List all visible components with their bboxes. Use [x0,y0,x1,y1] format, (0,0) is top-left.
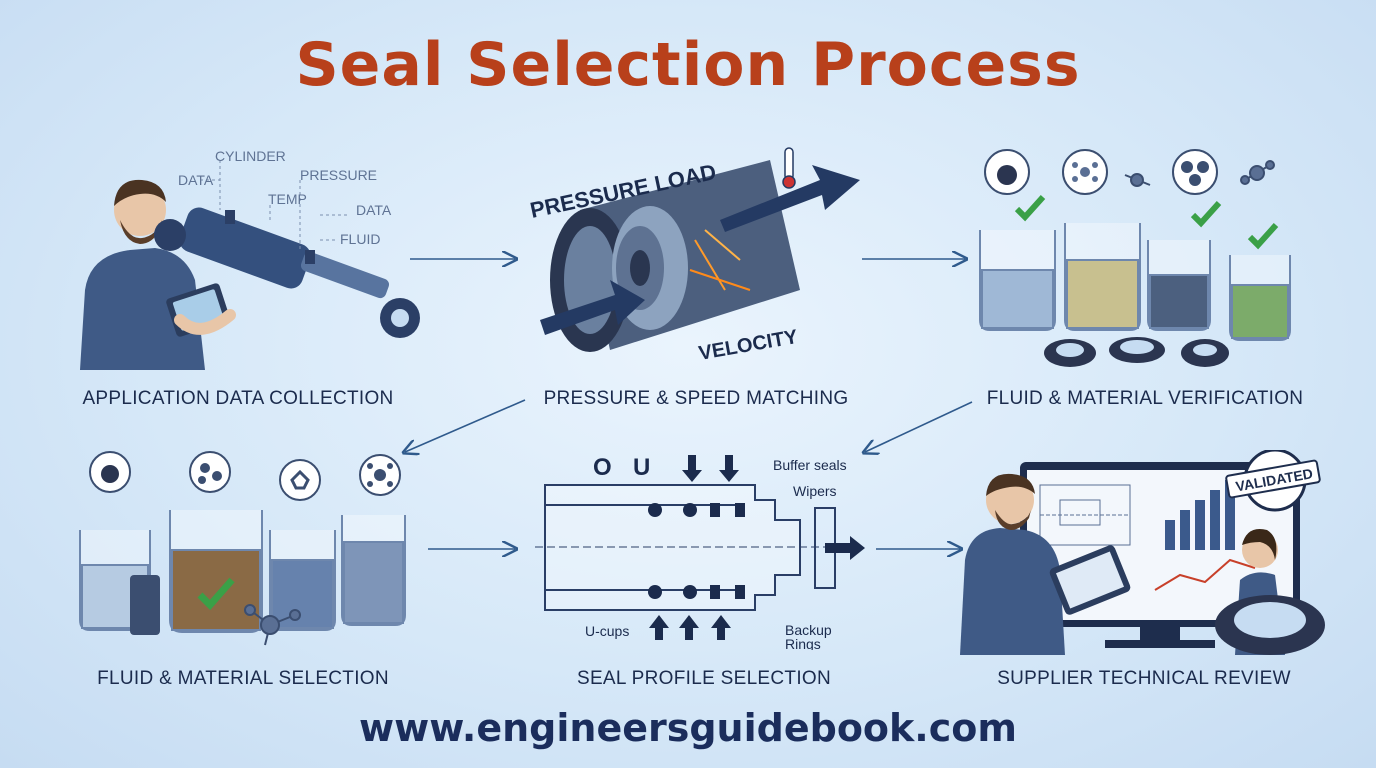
step-1-label: APPLICATION DATA COLLECTION [82,388,394,409]
engineer-figure [80,179,236,370]
flow-arrow-2-4 [405,399,526,452]
line-chart-icon [1154,558,1256,591]
buffer-seals-label: Buffer seals [773,457,847,473]
molecule-icon [1181,161,1209,186]
right-arrow [825,536,865,560]
velocity-arrow [720,165,860,232]
molecule-icon [290,469,310,490]
validated-stamp: VALIDATED [1225,450,1321,512]
seal-markers [648,503,745,599]
pressure-arrow [540,280,645,335]
step-4-label: FLUID & MATERIAL SELECTION [97,668,389,689]
up-arrow [679,615,699,640]
down-arrow [719,455,739,482]
bar-chart-icon [1165,480,1235,550]
check-icon [197,577,235,611]
up-arrow [711,615,731,640]
footer-url[interactable]: www.engineersguidebook.com [359,706,1017,750]
step-6-label: SUPPLIER TECHNICAL REVIEW [997,668,1291,689]
step-4-illustration [79,451,406,646]
tag-data-2: DATA [356,202,392,218]
o-ring-mark: O [593,454,612,481]
molecule-icon [367,463,393,487]
molecule-icon [1072,162,1098,182]
tag-cylinder: CYLINDER [215,148,286,164]
molecule-icon [244,604,301,646]
molecule-icon [198,463,222,484]
backup-label: Backup [785,622,832,638]
tag-data-1: DATA [178,172,214,188]
seal-rings [1044,337,1229,367]
step-2-label: PRESSURE & SPEED MATCHING [543,388,849,409]
seal-ring [1215,595,1325,655]
sample-vial [130,575,160,635]
tag-temp: TEMP [268,191,307,207]
granules-icon [997,165,1017,185]
flow-arrow-3-5 [865,401,973,452]
step-3-illustration [979,149,1291,367]
u-cups-label: U-cups [585,623,629,639]
hydraulic-cylinder [154,207,420,338]
tag-pressure: PRESSURE [300,167,377,183]
check-icon [1247,222,1279,250]
step-5-illustration: O U Buffer seals Wipers U-cups Backup Ri… [535,454,865,650]
thermometer-icon [782,147,796,189]
down-arrow [682,455,702,482]
step-1-illustration: CYLINDER DATA PRESSURE TEMP DATA FLUID [80,148,420,370]
u-cup-mark: U [633,454,650,481]
granules-icon [101,465,119,483]
step-3-label: FLUID & MATERIAL VERIFICATION [986,388,1304,409]
molecule-icon [1124,160,1275,187]
engineer-figure [960,473,1131,655]
page-title: Seal Selection Process [295,30,1081,100]
step-6-illustration: VALIDATED [960,450,1325,655]
step-2-illustration: PRESSURE LOAD VELOCITY [528,147,860,365]
tag-fluid: FLUID [340,231,380,247]
step-5-label: SEAL PROFILE SELECTION [576,668,832,689]
up-arrow [649,615,669,640]
wipers-label: Wipers [793,483,837,499]
check-icon [1190,200,1222,228]
check-icon [1014,194,1046,222]
rings-label: Rings [785,636,821,650]
